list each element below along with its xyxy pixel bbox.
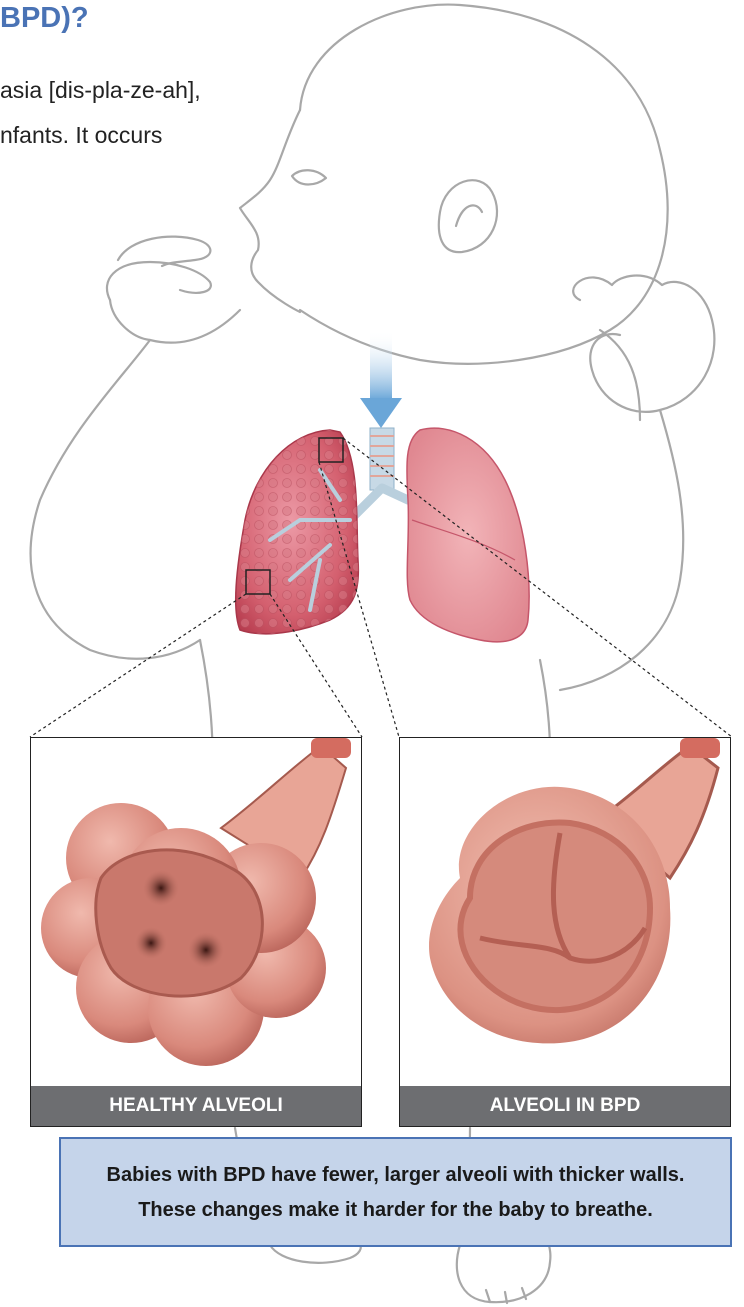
caption-line-1: Babies with BPD have fewer, larger alveo… <box>61 1158 730 1193</box>
caption-box: Babies with BPD have fewer, larger alveo… <box>59 1137 732 1247</box>
bpd-alveoli-panel: ALVEOLI IN BPD <box>399 737 731 1127</box>
healthy-alveoli-label: HEALTHY ALVEOLI <box>31 1086 361 1126</box>
healthy-lung <box>407 428 529 642</box>
bpd-lung <box>236 430 359 634</box>
bpd-alveoli-illustration <box>400 738 730 1086</box>
healthy-alveoli-panel: HEALTHY ALVEOLI <box>30 737 362 1127</box>
bpd-alveoli-label: ALVEOLI IN BPD <box>400 1086 730 1126</box>
caption-line-2: These changes make it harder for the bab… <box>61 1193 730 1228</box>
healthy-alveoli-illustration <box>31 738 361 1086</box>
